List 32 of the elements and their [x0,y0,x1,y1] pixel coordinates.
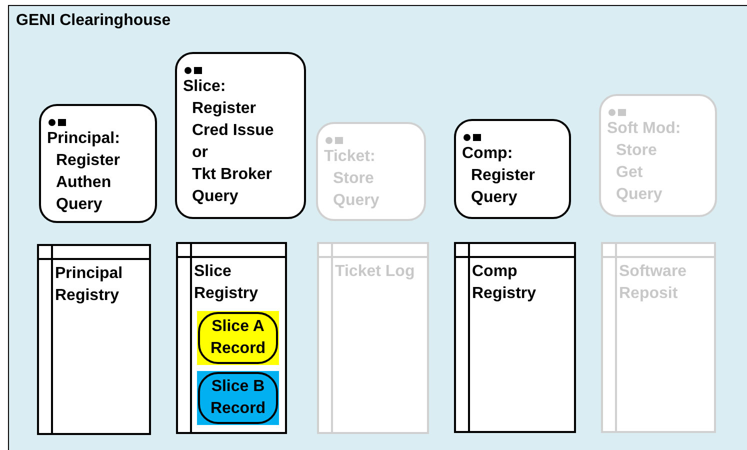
record-pill [197,371,279,425]
operation-label: Register [56,151,120,171]
service-box [599,94,717,217]
registry-table [454,242,576,433]
service-heading: Slice: [183,77,226,97]
operation-label: Register [192,99,256,119]
service-box [175,52,306,219]
panel-title: GENI Clearinghouse [16,11,171,31]
registry-label: Slice Registry [194,262,260,304]
service-box [454,119,571,219]
registry-label: Principal Registry [55,264,124,306]
registry-label: Comp Registry [472,262,538,304]
record-pill [197,311,279,365]
operation-label: Query [56,195,102,215]
record-label: Slice A Record [209,317,267,359]
clearinghouse-panel [8,5,747,450]
registry-table [37,244,151,435]
record-label: Slice B Record [209,377,267,419]
service-box [316,122,426,221]
operation-label: Tkt Broker [192,165,272,185]
operation-label: Query [192,187,238,207]
operation-label: Query [471,188,518,208]
registry-table [601,242,716,433]
operation-label: Register [471,166,536,186]
service-heading: Comp: [462,144,513,164]
registry-table [317,242,429,434]
operation-label: or [192,143,208,163]
operation-label: Cred Issue [192,121,274,141]
service-box [39,104,157,223]
service-heading: Principal: [47,129,120,149]
operation-label: Authen [56,173,112,193]
registry-table [176,242,287,434]
